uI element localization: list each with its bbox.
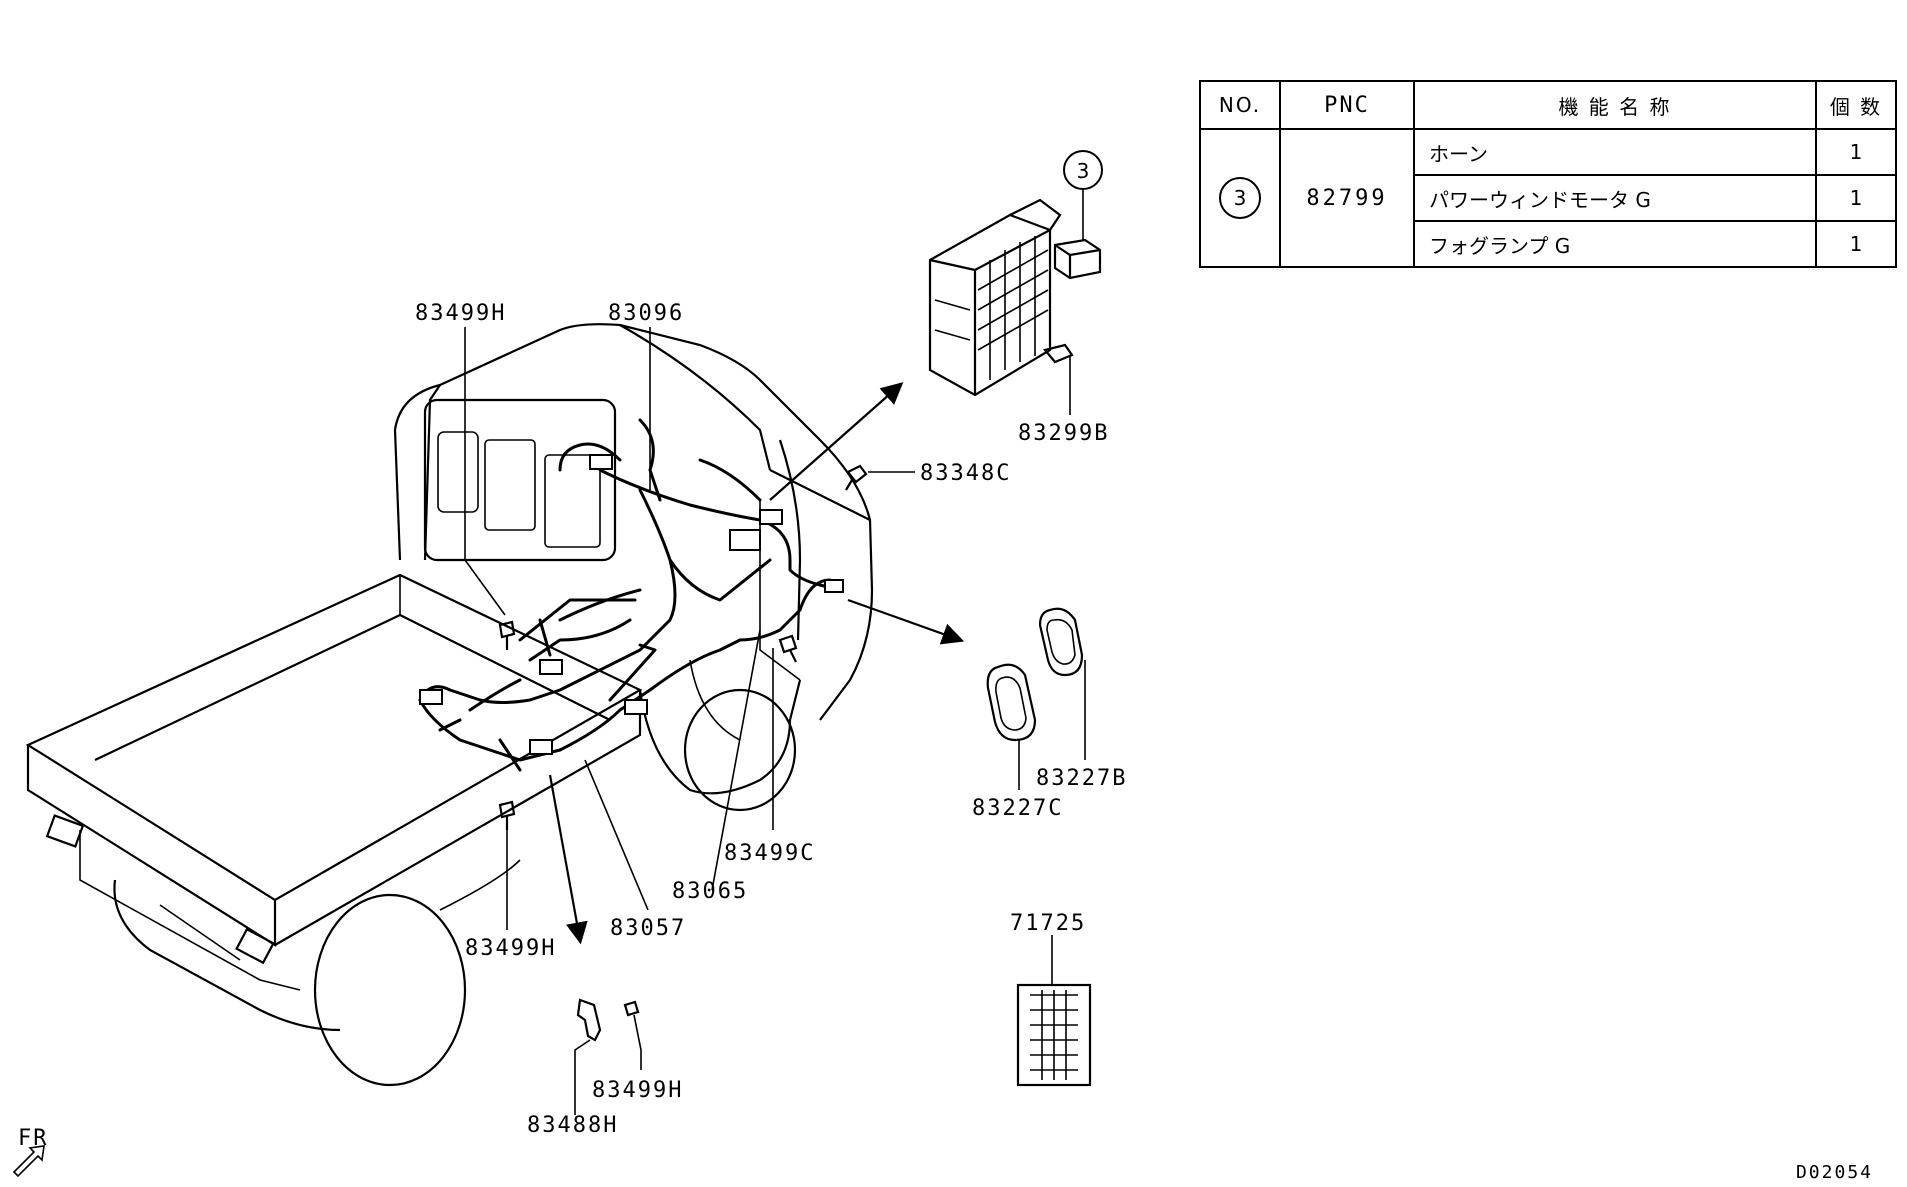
table-row: フォグランプ G 1 xyxy=(1200,220,1897,268)
part-number-labels: 83499H 83096 83299B 83348C 83227B 83227C… xyxy=(415,301,1127,1138)
wiring-harness xyxy=(418,418,844,772)
pointer-arrows xyxy=(548,382,965,945)
bolt-83499c xyxy=(778,634,798,663)
group-pnc-cell: 82799 xyxy=(1279,128,1415,268)
label-83299b: 83299B xyxy=(1018,421,1109,446)
label-83227b: 83227B xyxy=(1036,766,1127,791)
group-number-cell: 3 xyxy=(1199,128,1281,268)
bolt-83499h-cab xyxy=(498,620,516,650)
leader-lines xyxy=(464,327,1086,1115)
table-row: パワーウィンドモータ G 1 xyxy=(1200,174,1897,222)
bolt-83348c xyxy=(845,464,868,491)
label-83348c: 83348C xyxy=(920,461,1011,486)
header-no: NO. xyxy=(1199,80,1281,130)
relay xyxy=(1053,238,1102,280)
parts-function-table: NO. PNC 機 能 名 称 個 数 3 82799 ホーン 1 パワーウィン… xyxy=(1199,80,1897,268)
front-direction-arrow-icon xyxy=(12,1145,45,1178)
bracket-83488h xyxy=(576,998,640,1042)
label-83488h: 83488H xyxy=(527,1113,618,1138)
label-83065: 83065 xyxy=(672,879,748,904)
table-row: 3 82799 ホーン 1 xyxy=(1199,128,1897,268)
blade-fuse xyxy=(1043,343,1074,364)
header-pnc: PNC xyxy=(1279,80,1415,130)
label-83499h-bottom: 83499H xyxy=(465,936,556,961)
fuse-label-card xyxy=(1016,983,1092,1087)
circled-number-icon: 3 xyxy=(1219,177,1261,219)
callout-number: 3 xyxy=(1077,159,1090,183)
relay-callout: 3 xyxy=(1063,150,1103,240)
label-83227c: 83227C xyxy=(972,796,1063,821)
bolt-83499h-bed xyxy=(498,800,516,830)
header-quantity: 個 数 xyxy=(1815,80,1897,130)
quantity-cell: 1 xyxy=(1815,174,1897,222)
label-71725: 71725 xyxy=(1010,911,1086,936)
quantity-cell: 1 xyxy=(1815,128,1897,176)
table-header-row: NO. PNC 機 能 名 称 個 数 xyxy=(1199,80,1897,130)
front-direction-indicator: FR xyxy=(12,1126,47,1178)
function-name-cell: パワーウィンドモータ G xyxy=(1413,174,1817,222)
label-83057: 83057 xyxy=(610,916,686,941)
label-83499h-top: 83499H xyxy=(415,301,506,326)
header-function-name: 機 能 名 称 xyxy=(1413,80,1817,130)
function-name-cell: フォグランプ G xyxy=(1413,220,1817,268)
truck-illustration xyxy=(25,323,874,1087)
function-name-cell: ホーン xyxy=(1413,128,1817,176)
quantity-cell: 1 xyxy=(1815,220,1897,268)
grommet-83227c xyxy=(986,663,1037,742)
fuse-relay-box xyxy=(928,198,1062,397)
label-83499c: 83499C xyxy=(724,841,815,866)
diagram-code: D02054 xyxy=(1795,1162,1873,1183)
grommet-83227b xyxy=(1038,607,1084,677)
label-83499h-bracket: 83499H xyxy=(592,1078,683,1103)
label-83096: 83096 xyxy=(608,301,684,326)
